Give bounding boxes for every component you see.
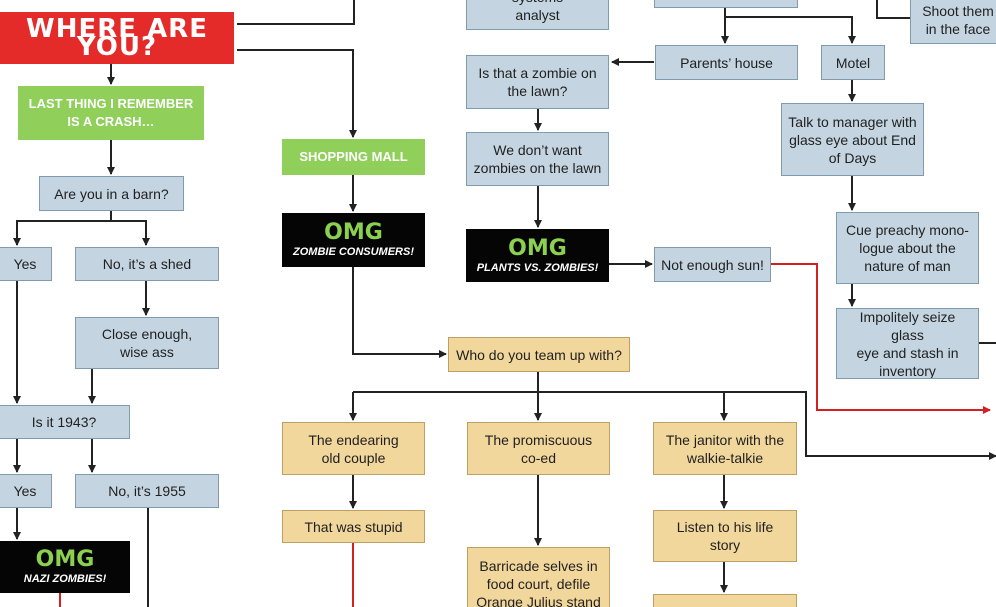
node-systems-analyst: student, and systems analyst bbox=[466, 0, 609, 30]
node-not-enough-sun: Not enough sun! bbox=[654, 247, 771, 282]
omg-plants-title: OMG bbox=[508, 235, 567, 261]
node-top-cropped bbox=[654, 0, 798, 8]
node-no-zombies-lawn: We don’t want zombies on the lawn bbox=[466, 132, 609, 186]
node-preachy-monologue: Cue preachy mono- logue about the nature… bbox=[836, 212, 979, 284]
node-yes-1: Yes bbox=[0, 247, 52, 281]
omg-plants-vs-zombies: OMG PLANTS VS. ZOMBIES! bbox=[466, 229, 609, 282]
connector-title-mall bbox=[237, 49, 357, 138]
omg-zombie-consumers: OMG ZOMBIE CONSUMERS! bbox=[282, 213, 425, 267]
node-zombie-on-lawn: Is that a zombie on the lawn? bbox=[466, 55, 609, 109]
node-janitor: The janitor with the walkie-talkie bbox=[653, 422, 797, 475]
node-shopping-mall: SHOPPING MALL bbox=[282, 139, 425, 175]
omg-plants-subtitle: PLANTS VS. ZOMBIES! bbox=[476, 261, 599, 274]
connector-barn-split bbox=[13, 211, 112, 246]
omg-nazi-subtitle: NAZI ZOMBIES! bbox=[23, 573, 107, 585]
node-team-up: Who do you team up with? bbox=[448, 337, 630, 372]
node-crash: LAST THING I REMEMBER IS A CRASH… bbox=[18, 86, 204, 140]
node-promiscuous-coed: The promiscuous co-ed bbox=[467, 422, 610, 475]
omg-consumers-title: OMG bbox=[324, 220, 383, 245]
node-old-couple: The endearing old couple bbox=[282, 422, 425, 475]
connector-barn-shed bbox=[111, 220, 150, 246]
node-shed: No, it’s a shed bbox=[75, 247, 219, 281]
node-no-1955: No, it’s 1955 bbox=[75, 474, 219, 508]
node-life-story: Listen to his life story bbox=[653, 510, 797, 562]
red-path-sun bbox=[771, 263, 991, 414]
omg-nazi-zombies: OMG NAZI ZOMBIES! bbox=[0, 541, 130, 593]
omg-consumers-subtitle: ZOMBIE CONSUMERS! bbox=[293, 246, 414, 258]
node-is-1943: Is it 1943? bbox=[0, 405, 130, 439]
title-where-are-you: WHERE ARE YOU? bbox=[0, 12, 234, 64]
node-barn: Are you in a barn? bbox=[39, 176, 184, 211]
omg-nazi-title: OMG bbox=[35, 547, 95, 572]
node-that-was-stupid: That was stupid bbox=[282, 510, 425, 543]
node-barricade: Barricade selves in food court, defile O… bbox=[467, 547, 610, 607]
node-manager: Talk to manager with glass eye about End… bbox=[781, 103, 924, 176]
node-seize-glass-eye: Impolitely seize glass eye and stash in … bbox=[836, 308, 979, 379]
node-parents-house: Parents’ house bbox=[655, 45, 798, 80]
connector-top-motel bbox=[876, 0, 910, 19]
node-motel: Motel bbox=[821, 45, 885, 80]
node-yes-2: Yes bbox=[0, 474, 52, 508]
connector-top-left bbox=[237, 0, 355, 25]
node-close-enough: Close enough, wise ass bbox=[75, 317, 219, 369]
node-shoot-them: Shoot them in the face bbox=[910, 0, 996, 44]
node-cropped-bottom bbox=[653, 594, 797, 607]
connector-split-motel bbox=[725, 16, 856, 44]
connector-bus bbox=[353, 391, 996, 460]
connector-omg-teamup bbox=[352, 267, 447, 358]
